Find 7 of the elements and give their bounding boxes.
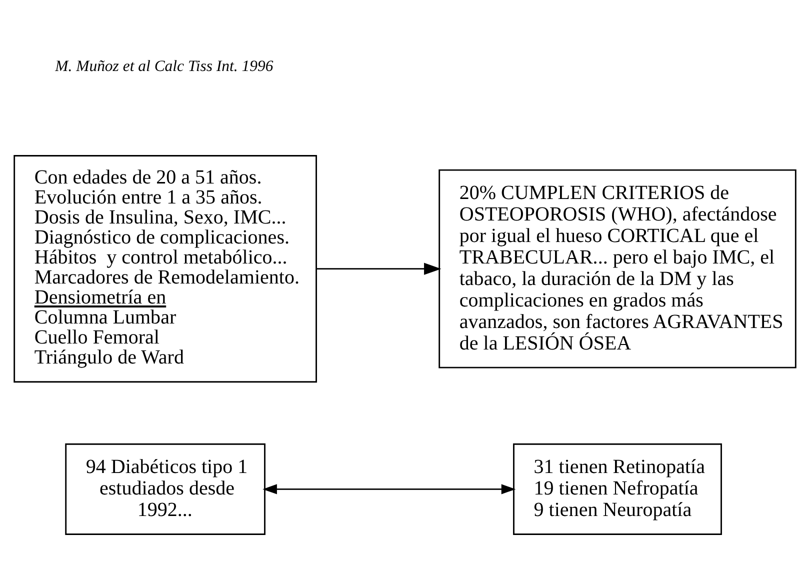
arrow [262,484,516,494]
node-box: 31 tienen Retinopatía 19 tienen Nefropatía 9 tienen Neuropatía [513,442,722,534]
arrow [316,262,442,274]
node-box: 20% CUMPLEN CRITERIOS de OSTEOPOROSIS (WHO), afectándose por igual el hueso CORTICAL que el TRABECULAR... pero el bajo IMC, el tabaco, la duración de la DM y las complicaciones en grados más avanzados, son factores AGRAVANTES de la LESIÓN ÓSEA [438,168,796,368]
node-box: 94 Diabéticos tipo 1 estudiados desde 1992... [65,442,266,534]
node-box: Con edades de 20 a 51 años. Evolución entre 1 a 35 años. Dosis de Insulina, Sexo, IMC... Diagnóstico de complicaciones. Hábitos y control metabólico... Marcadores de Remodelamiento. Densiometría en Columna Lumbar Cuello Femoral Triángulo de Ward [14,154,317,382]
label: M. Muñoz et al Calc Tiss Int. 1996 [55,58,274,75]
